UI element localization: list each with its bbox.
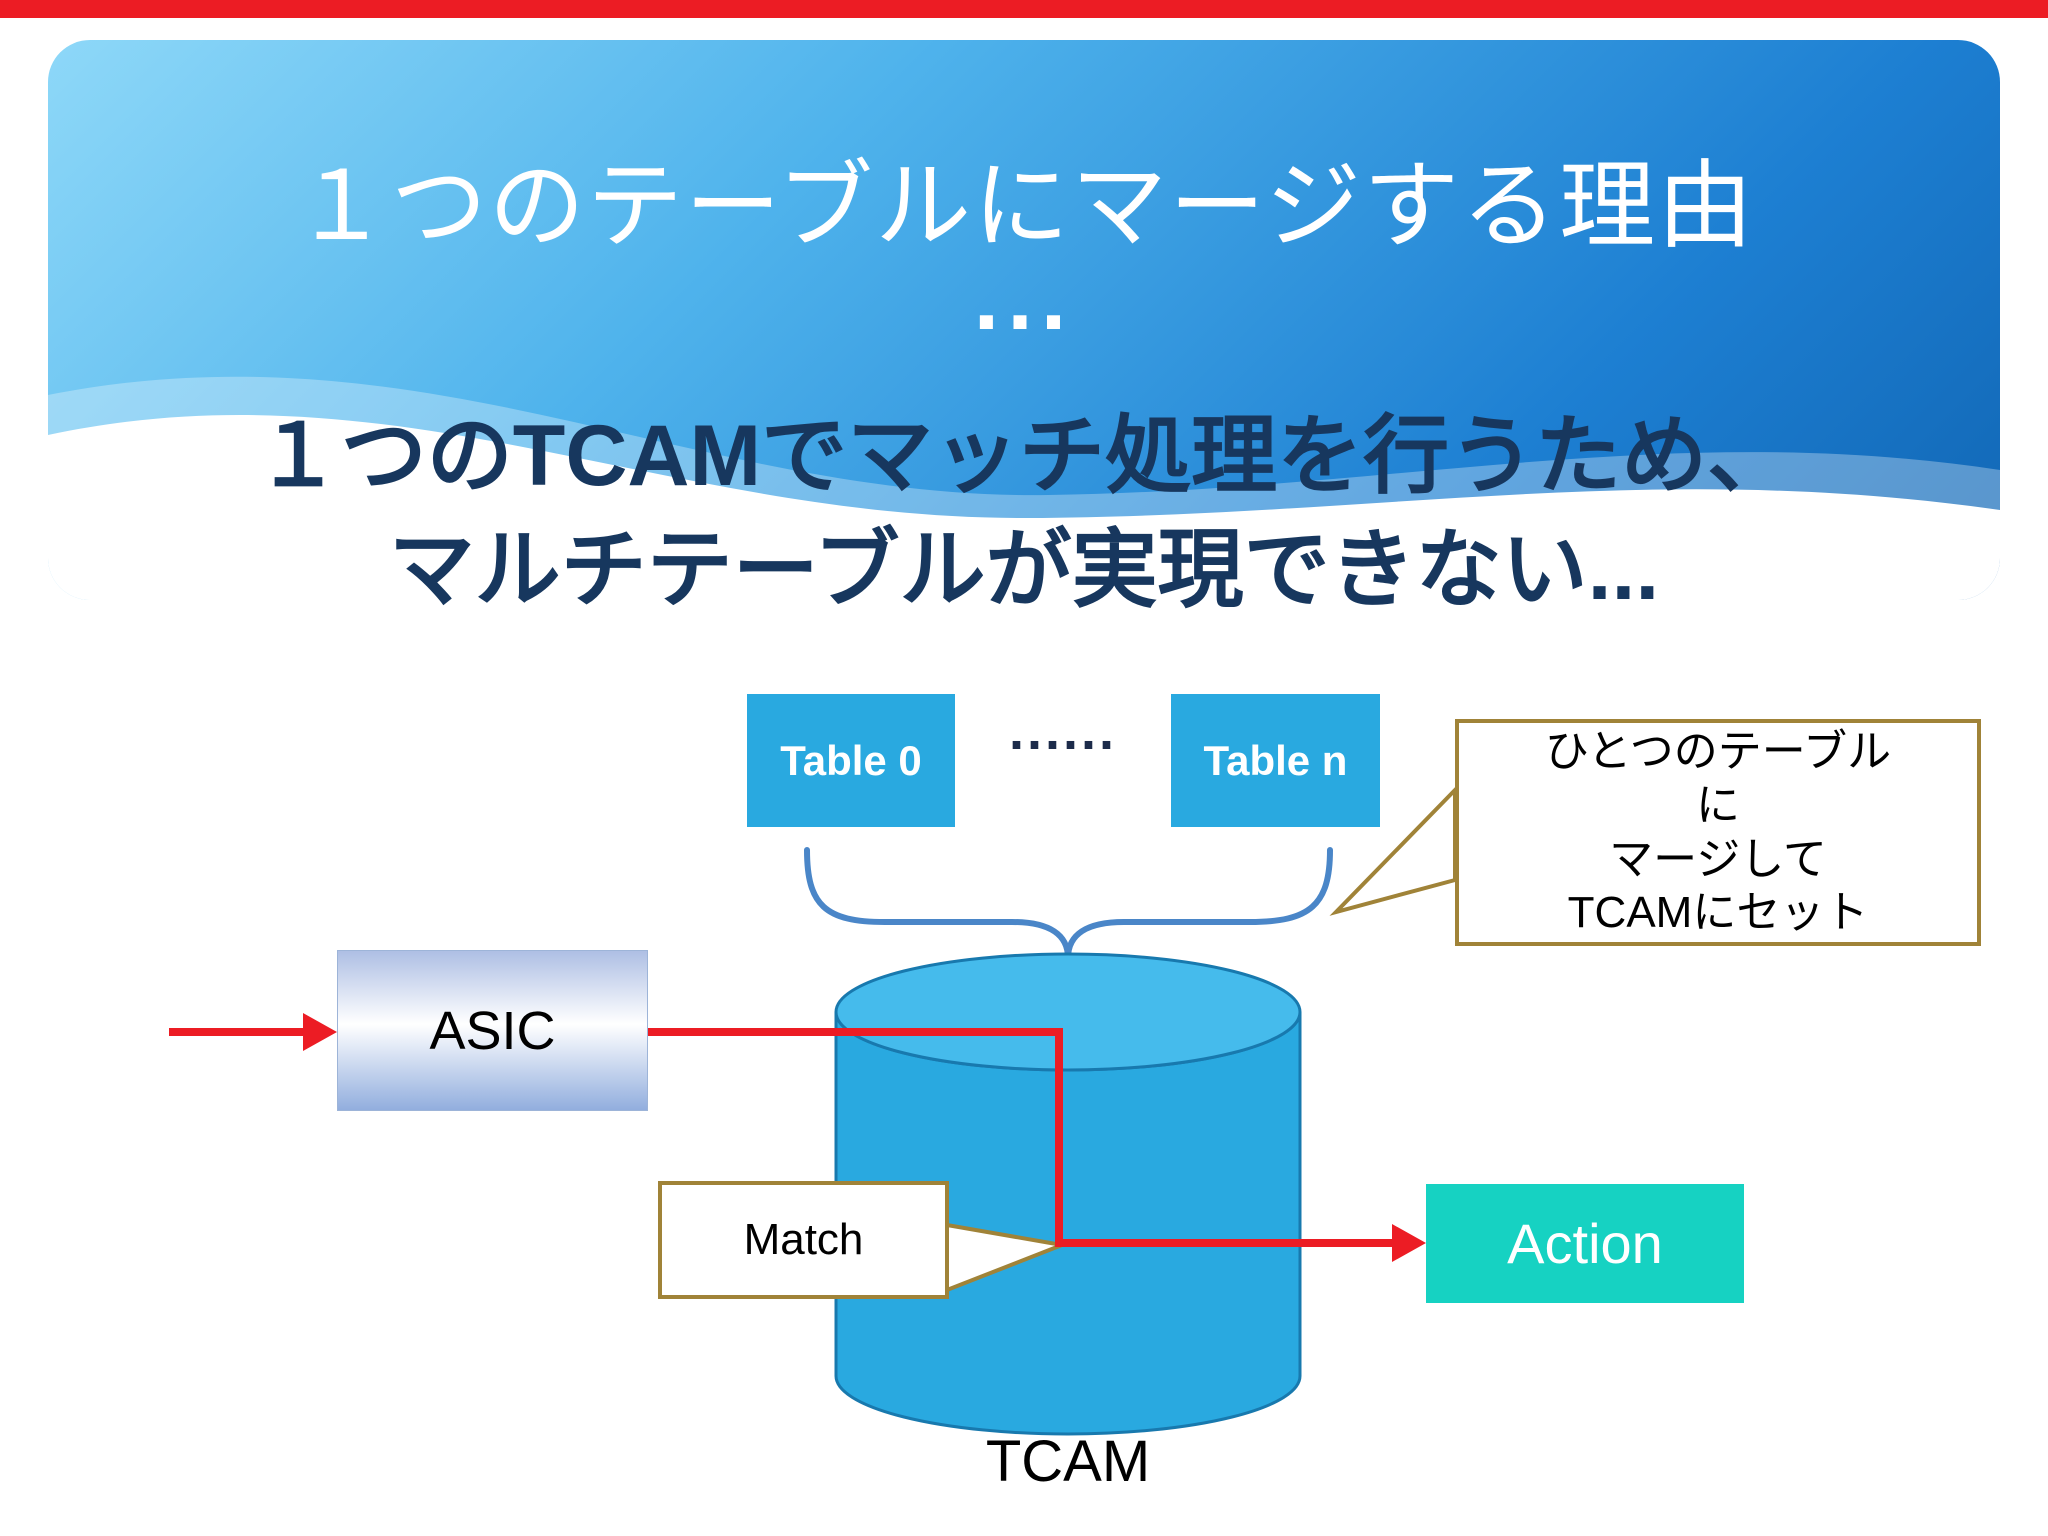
match-callout: Match xyxy=(658,1181,949,1299)
callout-line-2: に xyxy=(1696,780,1740,830)
tcam-cylinder-top xyxy=(834,952,1302,1072)
slide-title: １つのテーブルにマージする理由 xyxy=(292,153,1756,260)
flow-path xyxy=(648,1028,1398,1247)
table-n-box: Table n xyxy=(1171,694,1380,827)
merge-callout: ひとつのテーブル に マージして TCAMにセット xyxy=(1455,719,1981,946)
action-box: Action xyxy=(1426,1184,1744,1303)
table-0-box: Table 0 xyxy=(747,694,955,827)
input-arrow-head xyxy=(303,1013,337,1051)
tcam-label: TCAM xyxy=(985,1429,1151,1494)
table-dots: ...... xyxy=(1008,701,1118,761)
top-red-bar xyxy=(0,0,2048,18)
subtitle-line-2: マルチテーブルが実現できない... xyxy=(388,521,1660,618)
header-banner: １つのテーブルにマージする理由 ... xyxy=(48,40,2000,600)
merge-brace xyxy=(804,847,1333,959)
action-arrow-head xyxy=(1392,1224,1426,1262)
header-wave xyxy=(48,376,2000,600)
slide-subtitle: １つのTCAMでマッチ処理を行うため、 マルチテーブルが実現できない... xyxy=(0,400,2048,627)
asic-box: ASIC xyxy=(337,950,648,1111)
subtitle-line-1: １つのTCAMでマッチ処理を行うため、 xyxy=(254,408,1794,504)
wave-white xyxy=(48,414,2000,600)
callout-line-4: TCAMにセット xyxy=(1567,888,1869,938)
title-ellipsis: ... xyxy=(973,247,1075,349)
callout-line-1: ひとつのテーブル xyxy=(1544,727,1892,777)
callout-line-3: マージして xyxy=(1609,834,1827,884)
